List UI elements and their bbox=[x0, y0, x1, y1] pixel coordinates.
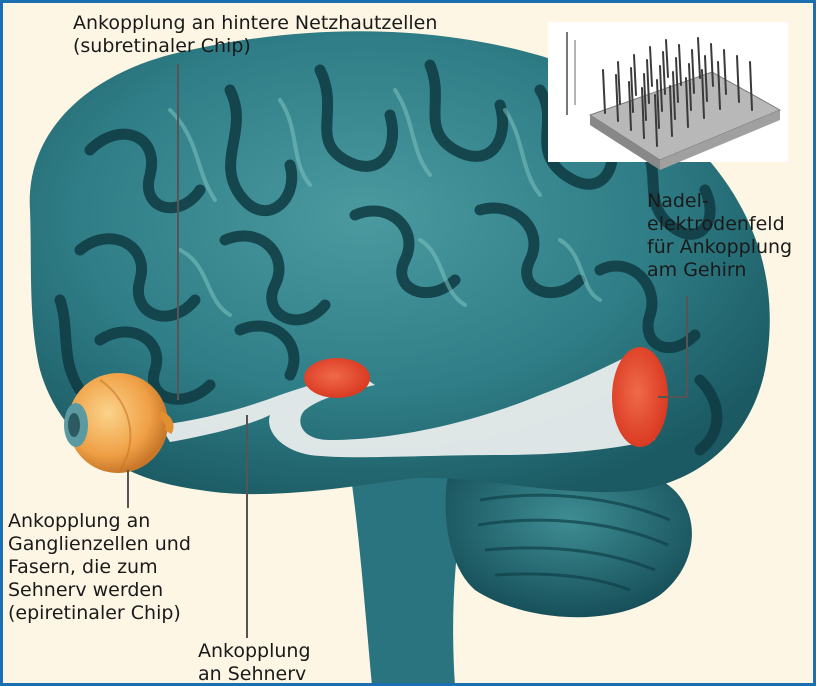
optic-nerve-stimulation-site bbox=[304, 358, 370, 398]
label-optic-nerve: Ankopplung an Sehnerv bbox=[198, 640, 311, 686]
label-needle-electrode-array: Nadel- elektrodenfeld für Ankopplung am … bbox=[647, 190, 792, 282]
label-epiretinal-chip: Ankopplung an Ganglienzellen und Fasern,… bbox=[8, 510, 191, 625]
electrode-array-inset bbox=[548, 22, 788, 170]
label-subretinal-chip: Ankopplung an hintere Netzhautzellen (su… bbox=[73, 12, 437, 58]
